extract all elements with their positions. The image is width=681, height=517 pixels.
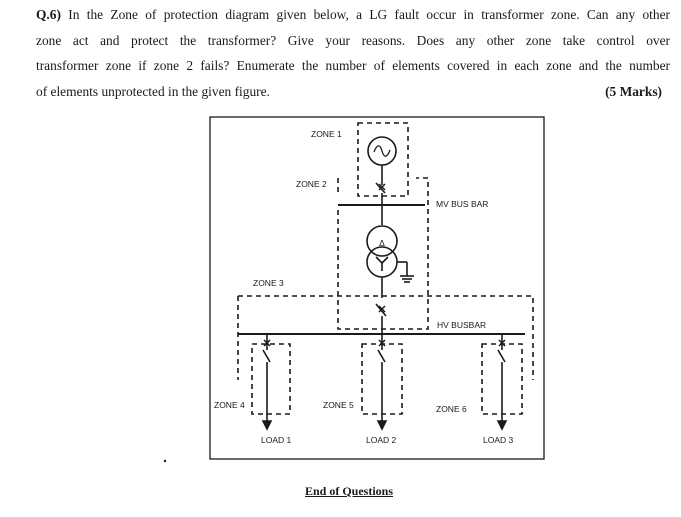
zone-4-boundary [251, 343, 291, 415]
question-line-1: Q.6) In the Zone of protection diagram g… [36, 2, 670, 28]
transformer-primary-icon [366, 225, 398, 257]
zone-2-boundary [337, 177, 429, 330]
zone-6-boundary [481, 343, 523, 415]
zone-2-label: ZONE 2 [296, 179, 327, 189]
breaker-load-2 [377, 349, 386, 363]
marks-label: (5 Marks) [605, 83, 662, 99]
end-of-questions: End of Questions [305, 484, 394, 498]
question-line-4-text: of elements unprotected in the given fig… [36, 83, 270, 99]
zone-6-label: ZONE 6 [436, 404, 467, 414]
breaker-load-3 [497, 349, 506, 363]
question-line-2: zone act and protect the transformer? Gi… [36, 32, 670, 48]
breaker-load-1 [262, 349, 271, 363]
diagram-frame [209, 116, 545, 460]
load-3-label: LOAD 3 [483, 435, 514, 445]
mv-bus-label: MV BUS BAR [436, 199, 488, 209]
load-1-label: LOAD 1 [261, 435, 292, 445]
question-number: Q.6) [36, 7, 61, 22]
stray-dot [163, 459, 167, 463]
zone-5-label: ZONE 5 [323, 400, 354, 410]
question-text: Q.6) In the Zone of protection diagram g… [36, 2, 670, 104]
hv-bus-label: HV BUSBAR [437, 320, 486, 330]
transformer-delta-symbol: Δ [379, 238, 385, 248]
zone-4-label: ZONE 4 [214, 400, 245, 410]
question-line-4: of elements unprotected in the given fig… [36, 79, 670, 105]
zone-5-boundary [361, 343, 403, 415]
zone-1-label: ZONE 1 [311, 129, 342, 139]
question-line-1-text: In the Zone of protection diagram given … [68, 7, 670, 22]
zone-3-label: ZONE 3 [253, 278, 284, 288]
question-line-3: transformer zone if zone 2 fails? Enumer… [36, 58, 670, 73]
zone-3-boundary [237, 295, 534, 380]
load-2-label: LOAD 2 [366, 435, 397, 445]
